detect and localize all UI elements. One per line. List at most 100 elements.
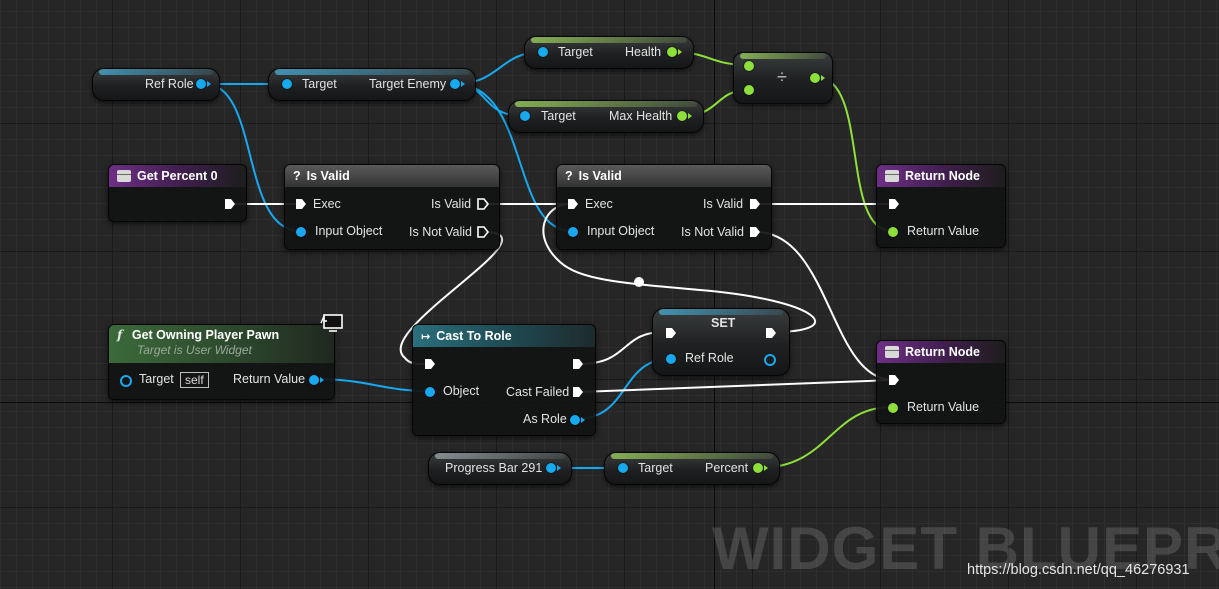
pawn-self-default[interactable]: self	[180, 372, 209, 388]
get-owning-player-pawn-subtitle: Target is User Widget	[137, 343, 252, 357]
is-valid-2-out-not-valid-label: Is Not Valid	[681, 225, 744, 239]
set-ref-role-label: Ref Role	[685, 351, 734, 365]
is-valid-2-out-not-valid-pin[interactable]	[749, 226, 761, 238]
percent-output-label: Percent	[705, 461, 749, 475]
wire-percent-to-return2	[757, 406, 893, 469]
pawn-return-value-pin[interactable]	[309, 375, 324, 385]
return-node-1-exec-in-pin[interactable]	[888, 198, 900, 210]
pawn-target-pin[interactable]	[120, 375, 132, 387]
return-node-2-title: Return Node	[905, 345, 980, 359]
cast-as-role-label: As Role	[523, 412, 567, 426]
set-exec-out-pin[interactable]	[765, 327, 777, 339]
is-valid-1-out-not-valid-pin[interactable]	[477, 226, 489, 238]
wire-castfailed-to-return2	[578, 379, 894, 393]
target-enemy-output-label: Target Enemy	[369, 77, 447, 91]
return-node-2-header: Return Node	[877, 341, 1005, 363]
health-output-label: Health	[625, 45, 662, 59]
ref-role-variable-node[interactable]: Ref Role	[92, 68, 220, 101]
cast-exec-out-pin[interactable]	[572, 358, 584, 370]
divide-output-pin[interactable]	[810, 73, 825, 83]
function-entry-icon	[117, 170, 131, 182]
is-valid-2-out-valid-pin[interactable]	[749, 198, 761, 210]
health-target-pin[interactable]	[538, 47, 548, 57]
is-valid-2-exec-in-pin[interactable]	[567, 198, 579, 210]
cast-to-role-title: Cast To Role	[436, 329, 512, 343]
set-exec-in-pin[interactable]	[665, 327, 677, 339]
return-node-2-return-value-label: Return Value	[907, 400, 980, 414]
is-valid-1-out-not-valid-label: Is Not Valid	[409, 225, 472, 239]
cast-exec-in-pin[interactable]	[424, 358, 436, 370]
health-output-pin[interactable]	[667, 47, 682, 57]
percent-target-pin[interactable]	[618, 463, 628, 473]
divide-node[interactable]: ÷	[733, 52, 833, 104]
divide-input-a-pin[interactable]	[744, 61, 754, 71]
pawn-return-value-label: Return Value	[233, 372, 306, 386]
cast-as-role-pin[interactable]	[570, 415, 585, 425]
divide-symbol: ÷	[777, 67, 787, 87]
is-valid-node-2[interactable]: ? Is Valid Exec Input Object Is Valid Is…	[556, 164, 772, 250]
set-title: SET	[711, 316, 736, 330]
return-node-1[interactable]: Return Node Return Value	[876, 164, 1006, 248]
set-ref-role-input-pin[interactable]	[666, 354, 676, 364]
target-enemy-getter-node[interactable]: Target Target Enemy	[268, 68, 476, 101]
target-enemy-target-pin[interactable]	[282, 79, 292, 89]
is-valid-1-exec-in-pin[interactable]	[295, 198, 307, 210]
is-valid-1-title: Is Valid	[306, 169, 350, 183]
percent-getter-node[interactable]: Target Percent	[604, 452, 780, 485]
cast-failed-label: Cast Failed	[506, 385, 570, 399]
wire-enemy-to-isvalid2	[454, 83, 573, 232]
reroute-knot	[634, 277, 644, 287]
is-valid-1-input-object-pin[interactable]	[296, 227, 306, 237]
return-node-2[interactable]: Return Node Return Value	[876, 340, 1006, 424]
progress-bar-output-pin[interactable]	[546, 463, 561, 473]
is-valid-1-exec-label: Exec	[313, 197, 341, 211]
max-health-target-pin[interactable]	[520, 111, 530, 121]
is-valid-2-input-object-label: Input Object	[587, 224, 655, 238]
cast-to-role-header: ↦ Cast To Role	[413, 325, 595, 347]
divide-input-b-pin[interactable]	[744, 85, 754, 95]
function-icon: f	[117, 327, 123, 342]
cast-to-role-node[interactable]: ↦ Cast To Role Object Cast Failed As Rol…	[412, 324, 596, 436]
is-valid-2-input-object-pin[interactable]	[568, 227, 578, 237]
get-owning-player-pawn-title: Get Owning Player Pawn	[131, 328, 280, 342]
client-only-icon	[320, 314, 343, 332]
percent-output-pin[interactable]	[753, 463, 768, 473]
progress-bar-variable-node[interactable]: Progress Bar 291	[428, 452, 572, 485]
wire-set-to-isvalid2	[542, 203, 817, 333]
health-target-label: Target	[558, 45, 593, 59]
get-percent-header: Get Percent 0	[109, 165, 246, 187]
set-ref-role-node[interactable]: SET Ref Role	[652, 308, 790, 376]
cast-icon: ↦	[421, 330, 431, 343]
max-health-output-pin[interactable]	[677, 111, 692, 121]
return-node-1-header: Return Node	[877, 165, 1005, 187]
set-ref-role-output-pin[interactable]	[764, 354, 776, 366]
get-percent-title: Get Percent 0	[137, 169, 218, 183]
ref-role-label: Ref Role	[145, 77, 194, 91]
ref-role-output-pin[interactable]	[196, 79, 211, 89]
target-enemy-target-label: Target	[302, 77, 337, 91]
is-valid-2-title: Is Valid	[578, 169, 622, 183]
get-percent-exec-out-pin[interactable]	[224, 198, 236, 210]
is-valid-2-exec-label: Exec	[585, 197, 613, 211]
cast-failed-pin[interactable]	[572, 386, 584, 398]
return-node-icon	[885, 346, 899, 358]
return-node-2-return-value-pin[interactable]	[888, 403, 898, 413]
is-valid-1-header: ? Is Valid	[285, 165, 499, 187]
return-node-2-exec-in-pin[interactable]	[888, 374, 900, 386]
get-owning-player-pawn-node[interactable]: f Get Owning Player Pawn Target is User …	[108, 324, 335, 400]
is-valid-node-1[interactable]: ? Is Valid Exec Input Object Is Valid Is…	[284, 164, 500, 250]
return-node-1-title: Return Node	[905, 169, 980, 183]
return-node-1-return-value-pin[interactable]	[888, 227, 898, 237]
max-health-target-label: Target	[541, 109, 576, 123]
target-enemy-output-pin[interactable]	[450, 79, 465, 89]
return-node-1-return-value-label: Return Value	[907, 224, 980, 238]
widget-blueprint-watermark: WIDGET BLUEPRINT	[712, 515, 1219, 582]
cast-object-pin[interactable]	[425, 387, 435, 397]
is-valid-1-out-valid-pin[interactable]	[477, 198, 489, 210]
health-getter-node[interactable]: Target Health	[524, 36, 694, 69]
is-valid-1-input-object-label: Input Object	[315, 224, 383, 238]
return-node-icon	[885, 170, 899, 182]
get-percent-entry-node[interactable]: Get Percent 0	[108, 164, 247, 222]
percent-target-label: Target	[638, 461, 673, 475]
max-health-getter-node[interactable]: Target Max Health	[508, 100, 704, 133]
